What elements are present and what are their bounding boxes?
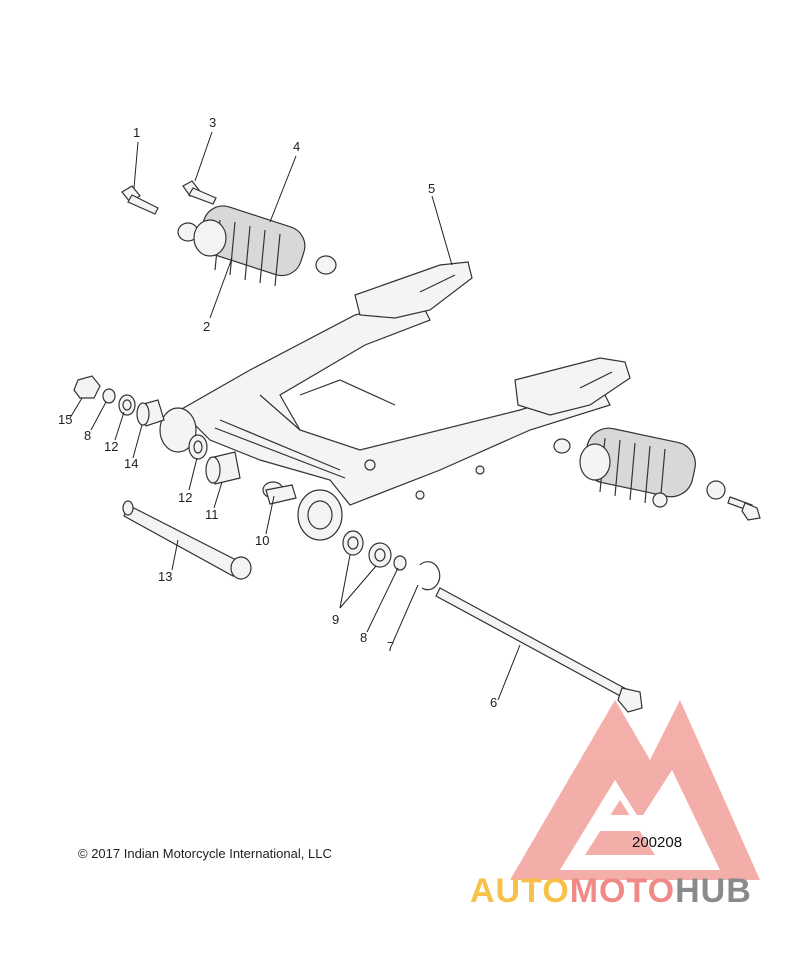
callout-2: 2 [203, 319, 210, 334]
callout-14: 14 [124, 456, 138, 471]
reference-number: 200208 [632, 834, 683, 851]
callout-11: 11 [205, 507, 219, 522]
callout-8-right: 8 [360, 630, 367, 645]
left-pivot-hardware [73, 375, 165, 427]
callout-6: 6 [490, 695, 497, 710]
callout-9: 9 [332, 612, 339, 627]
callout-10: 10 [255, 533, 269, 548]
callout-8-left: 8 [84, 428, 91, 443]
pivot-shaft [435, 587, 643, 713]
leader-lines [69, 131, 521, 701]
callout-15: 15 [58, 412, 72, 427]
rear-shock-left [177, 205, 337, 287]
bolts [121, 180, 761, 521]
brand-part-moto: MOTO [569, 872, 676, 910]
callout-3: 3 [209, 115, 216, 130]
callout-12-lower: 12 [178, 490, 192, 505]
callout-13: 13 [158, 569, 172, 584]
callout-labels: 1 2 3 4 5 6 7 8 8 9 10 11 12 12 13 14 15 [58, 115, 497, 710]
callout-5: 5 [428, 181, 435, 196]
right-pivot-hardware [342, 530, 441, 591]
pivot-tube [122, 500, 252, 580]
callout-7: 7 [387, 639, 394, 654]
brand-part-auto: AUTO [470, 872, 570, 910]
callout-4: 4 [293, 139, 300, 154]
rear-shock-right [553, 427, 726, 508]
copyright-text: © 2017 Indian Motorcycle International, … [78, 846, 332, 861]
watermark-logo [510, 700, 760, 880]
callout-12-upper: 12 [104, 439, 118, 454]
brand-part-hub: HUB [675, 872, 752, 910]
callout-1: 1 [133, 125, 140, 140]
brand-wordmark: AUTOMOTOHUB [470, 872, 752, 911]
swingarm [159, 261, 631, 541]
